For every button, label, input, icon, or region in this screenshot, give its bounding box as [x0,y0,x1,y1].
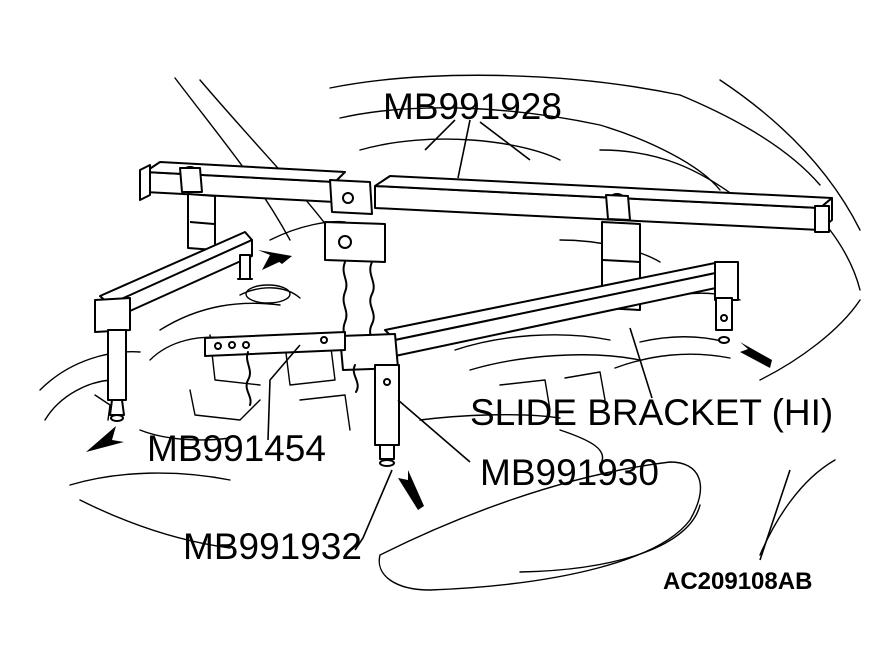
arrow-bottom [398,470,424,510]
center-hanger [324,221,400,467]
label-slide-bracket: SLIDE BRACKET (HI) [470,392,834,433]
top-beam [139,161,833,233]
leader-lines [267,119,791,561]
label-center-hanger: MB991930 [480,452,659,493]
label-left-adapter: MB991454 [147,428,326,469]
arrow-markers [86,250,772,510]
engine-bay-outline [39,74,861,591]
arrow-top-left [258,250,292,270]
label-front-adapter: MB991932 [183,526,362,567]
label-top-beam: MB991928 [383,86,562,127]
arrow-right [740,342,772,368]
left-support-leg [94,193,253,422]
arrow-left [86,426,124,452]
left-adapter-bar [204,331,346,406]
figure-id: AC209108AB [663,568,813,595]
right-support-leg [384,221,739,357]
